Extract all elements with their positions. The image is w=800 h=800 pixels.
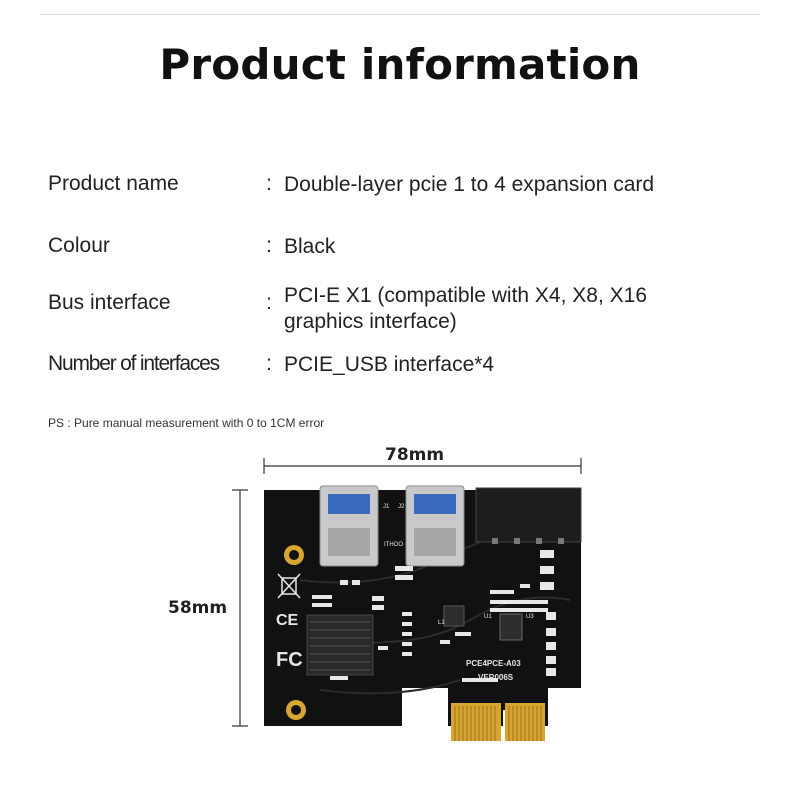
spec-value: PCI-E X1 (compatible with X4, X8, X16 gr… bbox=[284, 284, 647, 333]
heatsink bbox=[306, 614, 374, 676]
height-dimension-line bbox=[232, 489, 248, 727]
silkscreen-l1: L1 bbox=[438, 620, 445, 626]
spec-colon: : bbox=[266, 234, 272, 257]
spec-colon: : bbox=[266, 291, 272, 314]
width-dimension-line bbox=[263, 458, 582, 474]
width-dimension-label: 78mm bbox=[385, 445, 445, 465]
silkscreen-j1: J1 bbox=[383, 504, 390, 510]
spec-label: Number of interfaces bbox=[48, 352, 220, 375]
spec-value: Double-layer pcie 1 to 4 expansion card bbox=[284, 173, 655, 196]
spec-label: Colour bbox=[48, 234, 110, 257]
chip-u1 bbox=[443, 605, 465, 627]
silkscreen-mark: ITHOO bbox=[384, 542, 403, 548]
height-dimension-label: 58mm bbox=[168, 598, 228, 618]
page-title: Product information bbox=[159, 40, 641, 89]
spec-value: PCIE_USB interface*4 bbox=[284, 353, 495, 376]
power-connector bbox=[475, 487, 582, 543]
usb-port-right bbox=[405, 485, 465, 567]
mounting-hole-top bbox=[284, 545, 304, 565]
weee-bin-icon bbox=[277, 573, 301, 599]
ce-mark: CE bbox=[276, 612, 299, 629]
spec-value: Black bbox=[284, 235, 336, 258]
spec-colon: : bbox=[266, 352, 272, 375]
spec-label: Bus interface bbox=[48, 291, 171, 314]
silkscreen-u1: U1 bbox=[484, 614, 492, 620]
spec-label: Product name bbox=[48, 172, 179, 195]
board-model-label: PCE4PCE-A03 bbox=[466, 659, 521, 668]
connector-pins bbox=[492, 538, 564, 544]
spec-colon: : bbox=[266, 172, 272, 195]
top-divider bbox=[40, 14, 760, 15]
pcie-gold-fingers bbox=[451, 703, 545, 741]
chip-u3 bbox=[499, 613, 523, 641]
board-version-label: VER006S bbox=[478, 673, 514, 682]
silkscreen-j2: J2 bbox=[398, 504, 405, 510]
smd-components bbox=[312, 550, 556, 682]
usb-port-left bbox=[319, 485, 379, 567]
measurement-note: PS : Pure manual measurement with 0 to 1… bbox=[48, 416, 325, 430]
silkscreen-labels: PCE4PCE-A03 VER006S J2 J1 ITHOO U1 U3 L1… bbox=[276, 504, 534, 682]
fc-mark: FC bbox=[276, 649, 303, 671]
silkscreen-u3: U3 bbox=[526, 614, 534, 620]
mounting-hole-bottom bbox=[286, 700, 306, 720]
